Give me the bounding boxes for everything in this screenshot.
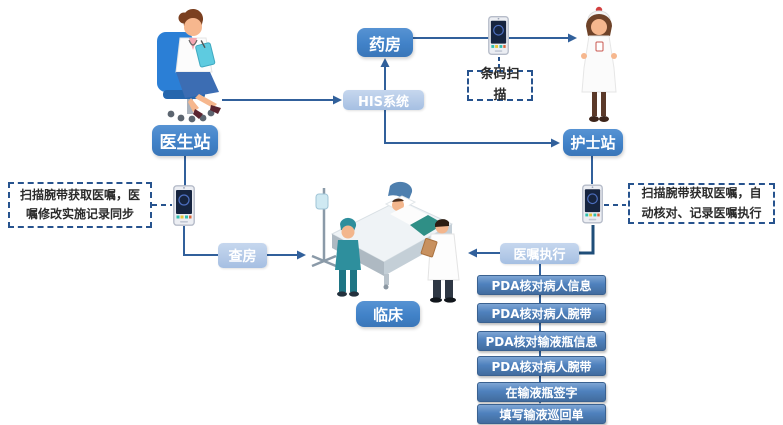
step-verify-patient-wristband: PDA核对病人腕带 — [477, 303, 606, 323]
pda-device-icon — [488, 15, 509, 56]
node-nurse-station: 护士站 — [563, 129, 623, 156]
nurse-illustration — [581, 6, 617, 122]
step-verify-infusion-bottle-info: PDA核对输液瓶信息 — [477, 331, 606, 351]
step-fill-infusion-patrol-sheet: 填写输液巡回单 — [477, 404, 606, 424]
step-verify-patient-info: PDA核对病人信息 — [477, 275, 606, 295]
pda-device-icon — [582, 184, 603, 224]
node-his-system: HIS系统 — [343, 90, 424, 110]
node-ward-round: 查房 — [218, 243, 267, 268]
node-clinical: 临床 — [356, 301, 420, 327]
note-nurse-pda: 扫描腕带获取医嘱，自动核对、记录医嘱执行 — [628, 183, 775, 224]
doctor-illustration — [157, 8, 221, 123]
step-sign-infusion-bottle: 在输液瓶签字 — [477, 382, 606, 402]
pda-device-icon — [173, 185, 195, 226]
node-doctor-station: 医生站 — [152, 125, 218, 156]
node-order-execution: 医嘱执行 — [500, 243, 579, 264]
note-doctor-pda: 扫描腕带获取医嘱，医嘱修改实施记录同步 — [8, 182, 152, 228]
note-barcode-scan: 条码扫描 — [467, 67, 533, 103]
step-verify-patient-wristband-2: PDA核对病人腕带 — [477, 356, 606, 376]
hospital-bed-illustration — [311, 181, 460, 303]
node-pharmacy: 药房 — [357, 28, 413, 57]
